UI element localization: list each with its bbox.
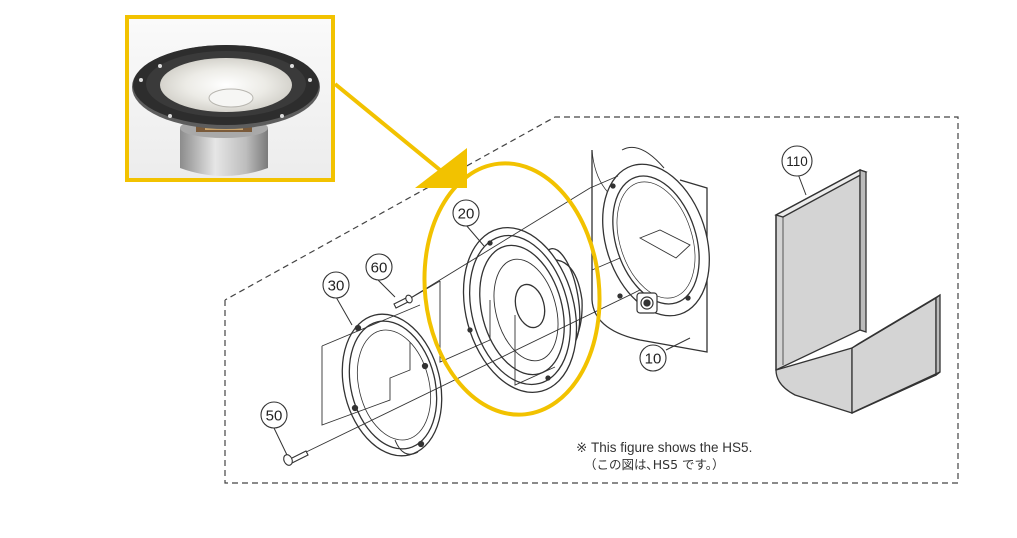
callout-110: 110 (781, 145, 813, 177)
callout-20: 20 (452, 199, 480, 227)
figure-note: ※ This figure shows the HS5. （この図は､HS5 で… (576, 440, 752, 472)
note-line-2: （この図は､HS5 です。） (584, 457, 725, 472)
note-line-1: This figure shows the HS5. (591, 440, 752, 455)
note-mark: ※ (576, 440, 587, 455)
callout-leaders (273, 173, 807, 456)
callout-50-label: 50 (266, 408, 283, 425)
long-screw (283, 450, 309, 466)
callout-30-label: 30 (328, 278, 345, 295)
callout-110-label: 110 (786, 154, 808, 169)
front-ring (341, 313, 443, 457)
callout-60: 60 (365, 253, 393, 281)
main-cabinet (591, 146, 710, 353)
stand-bracket (774, 168, 941, 415)
callout-30: 30 (322, 271, 350, 299)
short-screw (393, 294, 413, 309)
woofer-highlight-ellipse (422, 161, 602, 417)
callout-20-label: 20 (458, 206, 475, 223)
speaker-photo-inset (125, 15, 335, 182)
callout-10: 10 (639, 344, 667, 372)
highlight-arrow (333, 82, 467, 188)
callout-10-label: 10 (645, 351, 662, 368)
speaker-driver-photo-icon (132, 45, 320, 176)
dashed-frame (224, 116, 959, 484)
callout-60-label: 60 (371, 260, 388, 277)
callout-50: 50 (260, 401, 288, 429)
assembly-guide-lines (299, 175, 641, 456)
woofer (462, 227, 583, 393)
